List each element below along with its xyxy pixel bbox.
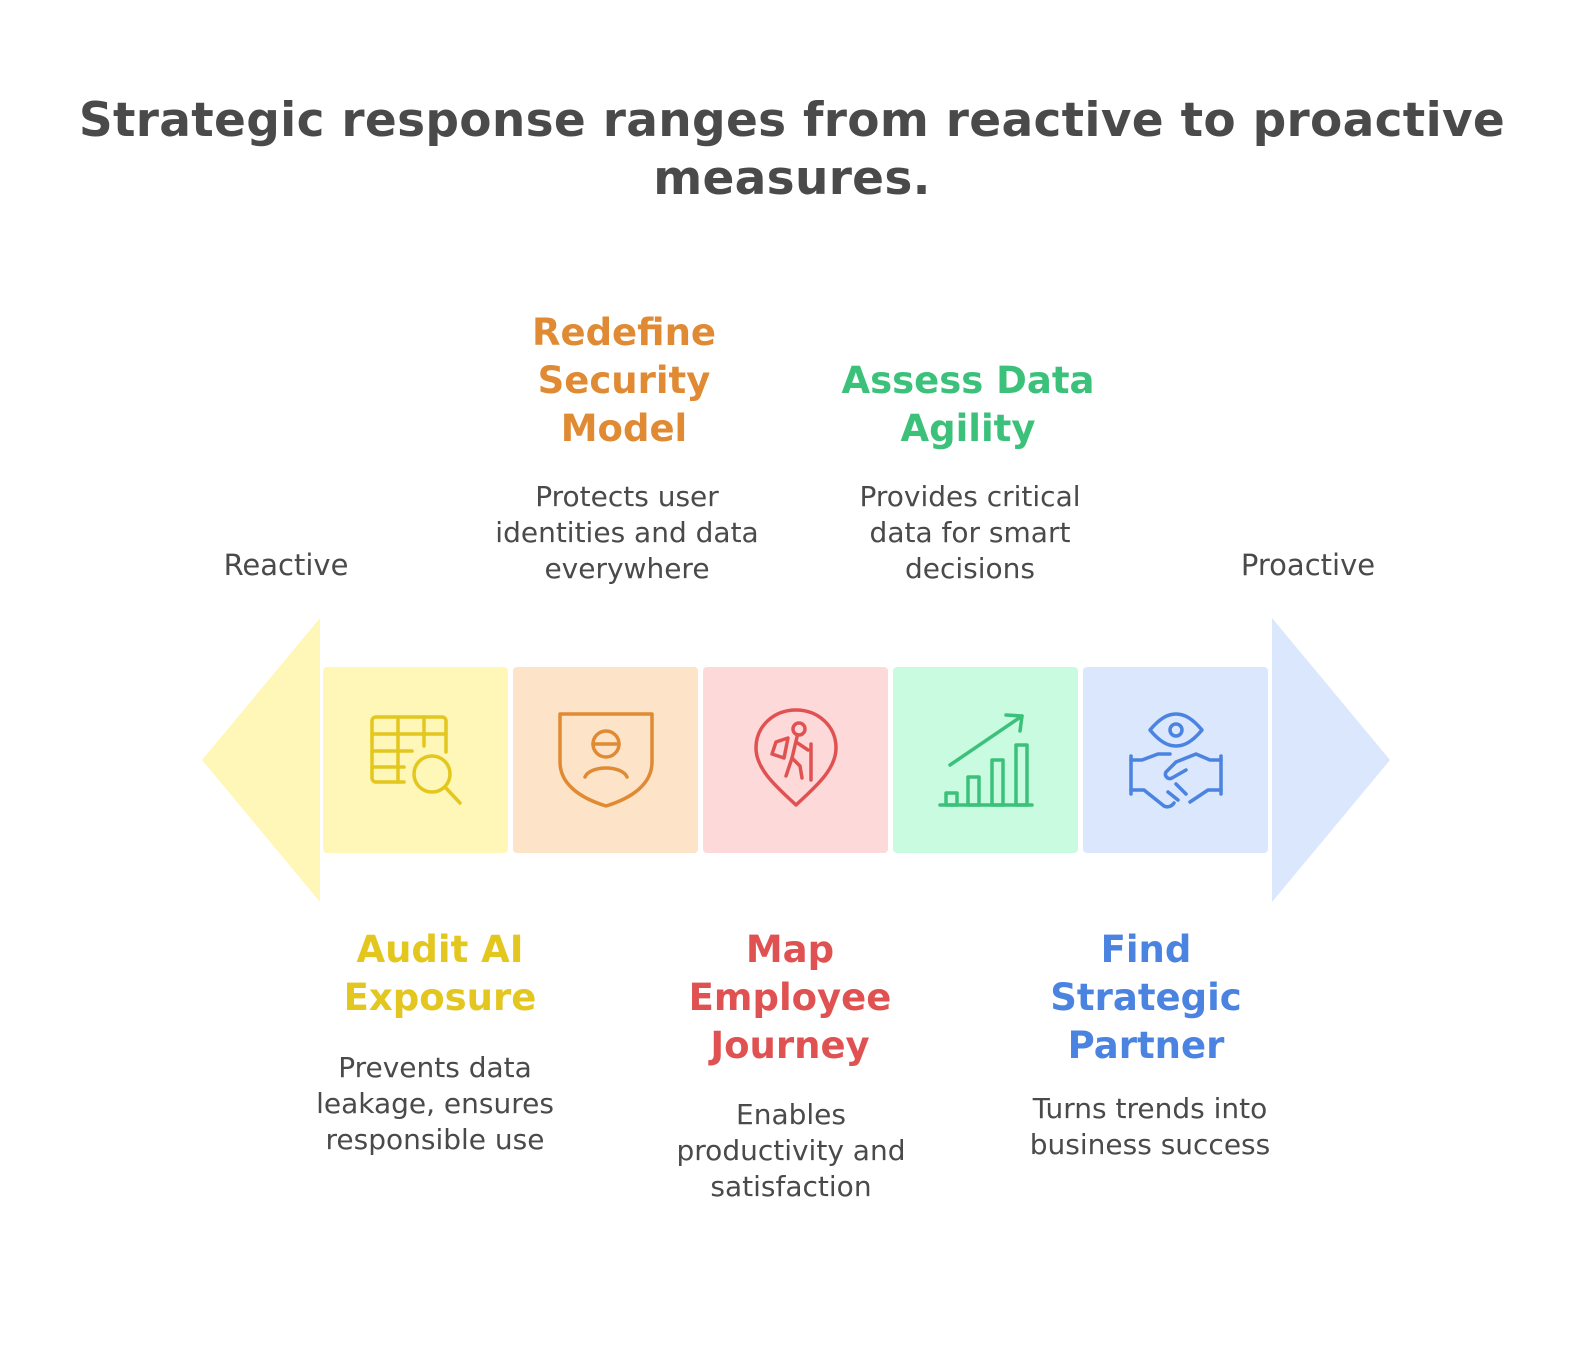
step-desc-security: Protects user identities and data everyw…	[495, 480, 759, 585]
handshake-eye-icon	[1129, 712, 1223, 809]
right-arrowhead	[1272, 618, 1390, 902]
step-desc-journey: Enables productivity and satisfaction	[676, 1098, 906, 1203]
left-arrowhead	[202, 618, 320, 902]
segment-audit	[323, 667, 508, 853]
step-desc-partner: Turns trends into business success	[1029, 1092, 1271, 1161]
reactive-label: Reactive	[223, 548, 349, 582]
step-title-partner: Find Strategic Partner	[1050, 928, 1242, 1067]
segment-partner	[1083, 667, 1268, 853]
step-title-journey: Map Employee Journey	[688, 928, 892, 1067]
segment-security	[513, 667, 698, 853]
step-title-security: Redefine Security Model	[531, 311, 717, 450]
step-title-audit: Audit AI Exposure	[343, 928, 537, 1019]
segment-data	[893, 667, 1078, 853]
step-desc-audit: Prevents data leakage, ensures responsib…	[316, 1051, 554, 1156]
shield-user-icon	[558, 712, 654, 808]
proactive-label: Proactive	[1240, 548, 1376, 582]
table-search-icon	[370, 715, 462, 805]
location-hiker-icon	[754, 708, 838, 807]
growth-chart-icon	[938, 713, 1034, 807]
step-title-data: Assess Data Agility	[841, 359, 1095, 450]
step-desc-data: Provides critical data for smart decisio…	[859, 480, 1081, 585]
page-title: Strategic response ranges from reactive …	[78, 93, 1506, 206]
